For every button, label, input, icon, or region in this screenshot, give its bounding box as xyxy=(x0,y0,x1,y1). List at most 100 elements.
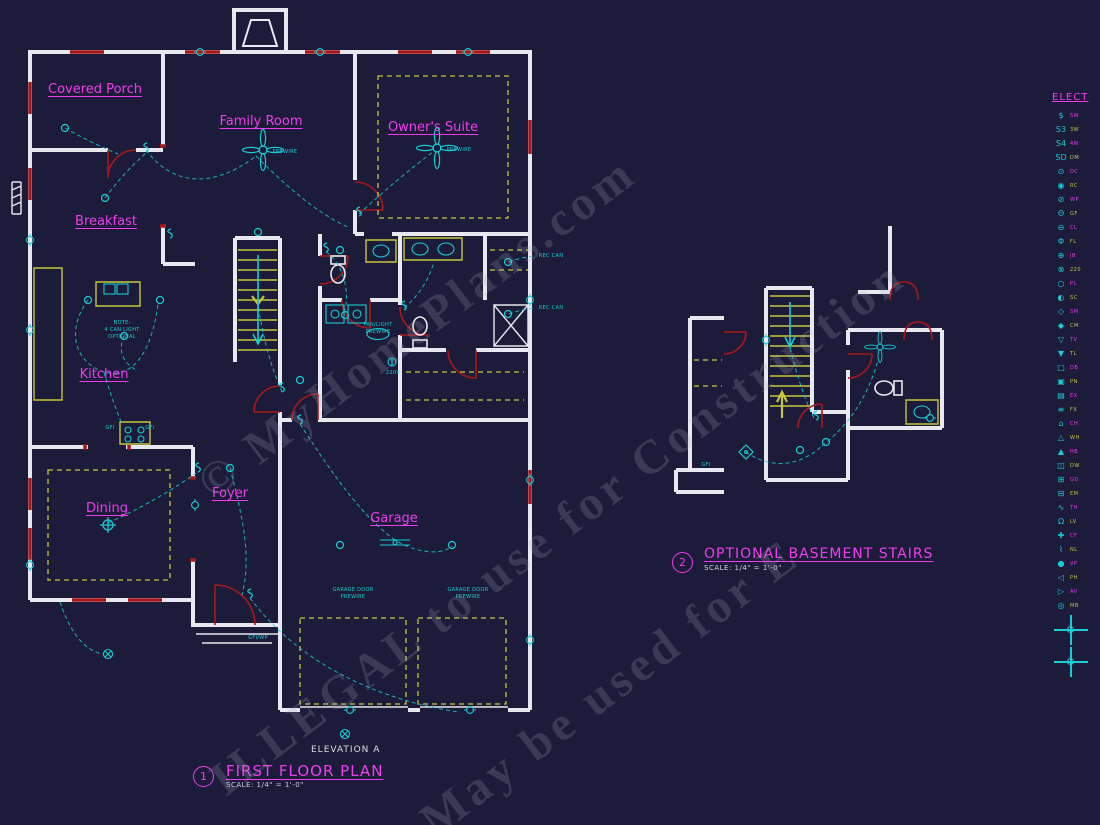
legend-title: ELECT xyxy=(1052,92,1089,103)
legend-code: CL xyxy=(1070,225,1078,231)
legend-symbol-icon: ⊗ xyxy=(1057,265,1065,274)
legend-symbol-icon: ⊕ xyxy=(1057,251,1065,260)
legend-code: MB xyxy=(1070,603,1079,609)
legend-code: DM xyxy=(1070,155,1080,161)
legend-code: NL xyxy=(1070,547,1078,553)
legend-row: ⊟EM xyxy=(1052,487,1100,501)
legend-symbol-icon: Φ xyxy=(1057,237,1065,246)
legend-row: Φ FL xyxy=(1052,235,1100,249)
legend-code: RC xyxy=(1070,183,1078,189)
ceiling-fan-symbol-icon xyxy=(1054,647,1088,677)
legend-symbol-icon: ◆ xyxy=(1057,321,1065,330)
legend-row: Ω LV xyxy=(1052,515,1100,529)
legend-symbol-icon: Ω xyxy=(1057,517,1065,526)
legend-row: ▷ AV xyxy=(1052,585,1100,599)
legend-code: TV xyxy=(1070,337,1078,343)
legend-row: ⊙OC xyxy=(1052,165,1100,179)
legend-symbol-icon: ◐ xyxy=(1057,293,1065,302)
legend-symbol-icon: S4 xyxy=(1055,139,1067,148)
legend-code: FX xyxy=(1070,407,1078,413)
legend-code: GD xyxy=(1070,477,1079,483)
legend-row: ○ PL xyxy=(1052,277,1100,291)
legend-code: HB xyxy=(1070,449,1079,455)
legend-symbol-icon: ◇ xyxy=(1057,307,1065,316)
legend-code: TL xyxy=(1070,351,1077,357)
legend-row: ⊞GD xyxy=(1052,473,1100,487)
legend-row: ◐ SC xyxy=(1052,291,1100,305)
legend-row: ▼ TL xyxy=(1052,347,1100,361)
legend-code: FL xyxy=(1070,239,1077,245)
plan1-chimney xyxy=(241,19,279,47)
legend-code: EM xyxy=(1070,491,1079,497)
legend-symbol-icon: SD xyxy=(1055,153,1067,162)
legend-code: JB xyxy=(1070,253,1076,259)
legend-symbol-icon: ✚ xyxy=(1057,531,1065,540)
legend-symbol-icon: ▤ xyxy=(1057,391,1065,400)
legend-row: ◫ DW xyxy=(1052,459,1100,473)
legend-row: Θ GF xyxy=(1052,207,1100,221)
legend-code: GF xyxy=(1070,211,1078,217)
legend-row: ▤EX xyxy=(1052,389,1100,403)
electrical-symbols xyxy=(26,48,937,740)
legend-symbol-icon: ▣ xyxy=(1057,377,1065,386)
legend-code: 220 xyxy=(1070,267,1082,273)
legend-code: PL xyxy=(1070,281,1077,287)
legend-symbol-icon: ◫ xyxy=(1057,461,1065,470)
legend-code: SC xyxy=(1070,295,1078,301)
ceiling-fan-symbol-icon xyxy=(1054,615,1088,645)
legend-symbol-icon: ≡ xyxy=(1057,405,1065,414)
legend-row: ⊖ CL xyxy=(1052,221,1100,235)
legend-row: ⌂ CH xyxy=(1052,417,1100,431)
legend-row: ◎ MB xyxy=(1052,599,1100,613)
legend-code: CH xyxy=(1070,421,1079,427)
legend-code: 3W xyxy=(1070,127,1080,133)
legend-row: ⌇ NL xyxy=(1052,543,1100,557)
legend-row: □DB xyxy=(1052,361,1100,375)
legend-code: DW xyxy=(1070,463,1080,469)
legend-row: ✚ CF xyxy=(1052,529,1100,543)
legend-code: CF xyxy=(1070,533,1078,539)
legend-symbol-icon: ◁ xyxy=(1057,573,1065,582)
legend-symbol-icon: ○ xyxy=(1057,279,1065,288)
legend-row: ◉ RC xyxy=(1052,179,1100,193)
legend-code: AV xyxy=(1070,589,1078,595)
legend-symbol-icon: ▼ xyxy=(1057,349,1065,358)
legend-symbol-icon: Θ xyxy=(1057,209,1065,218)
legend-code: WP xyxy=(1070,197,1079,203)
legend-code: CM xyxy=(1070,323,1079,329)
legend-symbol-icon: ▷ xyxy=(1057,587,1065,596)
plan1-walls xyxy=(28,8,532,712)
ceiling-and-prewire-dashed xyxy=(47,75,722,705)
legend-row: ◁PH xyxy=(1052,571,1100,585)
legend-row: ⊘ WP xyxy=(1052,193,1100,207)
legend-symbol-icon: ● xyxy=(1057,559,1065,568)
legend-symbol-icon: $ xyxy=(1058,111,1064,120)
legend-symbol-icon: ∿ xyxy=(1057,503,1065,512)
legend-symbol-icon: ◎ xyxy=(1057,601,1065,610)
legend-symbol-icon: S3 xyxy=(1055,125,1067,134)
legend-symbol-icon: ▽ xyxy=(1057,335,1065,344)
legend-symbol-icon: ⌂ xyxy=(1058,419,1064,428)
legend-symbol-icon: ⊖ xyxy=(1057,223,1065,232)
legend-row: ◇SM xyxy=(1052,305,1100,319)
legend-code: LV xyxy=(1070,519,1077,525)
legend-row: ▣PN xyxy=(1052,375,1100,389)
legend-code: DB xyxy=(1070,365,1079,371)
legend-code: WH xyxy=(1070,435,1080,441)
legend-code: SW xyxy=(1070,113,1080,119)
legend-symbol-icon: ⊘ xyxy=(1057,195,1065,204)
legend-symbol-icon: ◉ xyxy=(1057,181,1065,190)
legend-code: OC xyxy=(1070,169,1079,175)
wiring-runs xyxy=(59,127,879,713)
legend-symbol-icon: ▲ xyxy=(1057,447,1065,456)
stair-arrows xyxy=(252,255,796,349)
legend-symbol-icon: ⌇ xyxy=(1059,545,1063,554)
legend-row: ⊕ JB xyxy=(1052,249,1100,263)
legend-row: ◆ CM xyxy=(1052,319,1100,333)
